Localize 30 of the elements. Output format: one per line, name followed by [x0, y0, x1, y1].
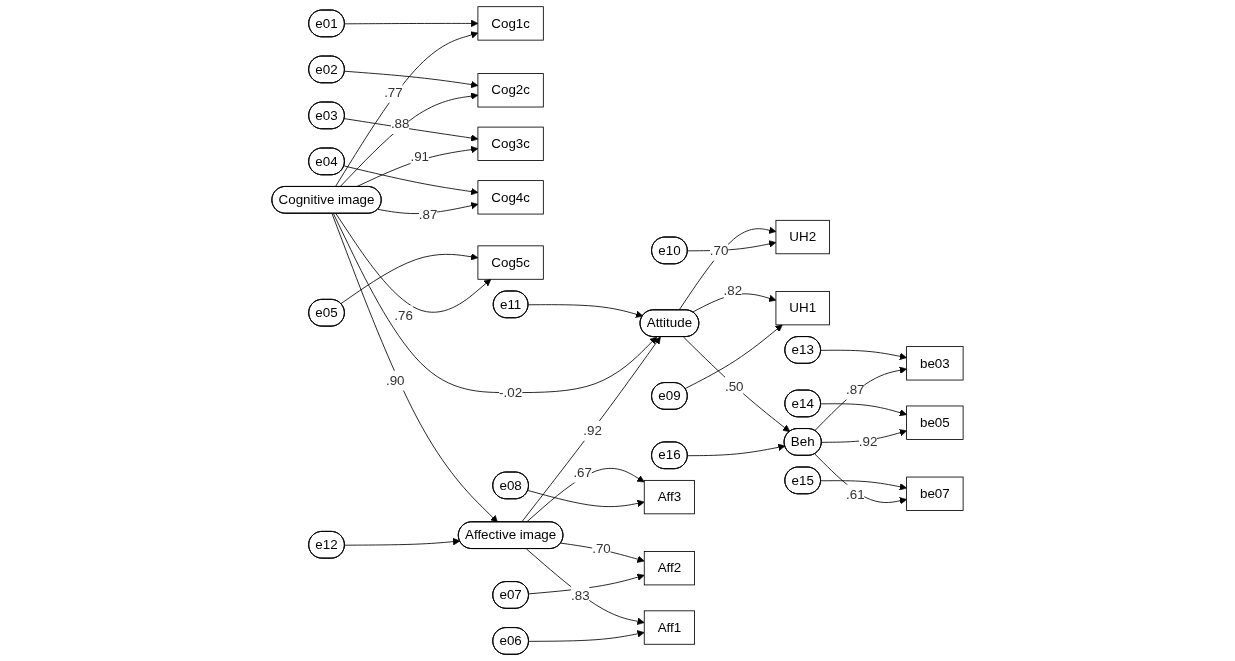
node-box: Cog3c	[477, 126, 544, 161]
node-box: Cog5c	[477, 245, 544, 280]
node-box: UH2	[775, 219, 830, 255]
node-box: UH1	[775, 291, 830, 326]
node-box: be03	[906, 346, 964, 381]
edge-label: .67	[573, 465, 593, 480]
edge-label: .87	[418, 207, 438, 222]
edge-label: .70	[709, 243, 729, 258]
node-box: Cog1c	[477, 6, 544, 41]
node-box: be05	[906, 405, 964, 440]
edge-label: -.02	[499, 385, 523, 400]
edge-label: .82	[723, 283, 743, 298]
node-box: Cog4c	[477, 180, 544, 215]
edge-label: .92	[858, 434, 878, 449]
edge-label: .70	[592, 541, 611, 556]
node-box: be07	[906, 476, 964, 511]
edge-label: .83	[571, 588, 590, 603]
edge-label: .76	[394, 307, 413, 323]
edge-label: .90	[385, 373, 405, 388]
node-box: Aff3	[643, 479, 695, 515]
node-box: Aff1	[643, 610, 695, 645]
node-box: Cog2c	[477, 73, 544, 108]
edge-label: .50	[724, 379, 744, 394]
edge-label: .92	[583, 423, 602, 438]
edge-label: .91	[410, 149, 430, 164]
edge-label: .77	[384, 85, 403, 100]
edge-label: .61	[846, 486, 865, 502]
node-box: Aff2	[643, 551, 695, 586]
edge-label: .87	[845, 382, 865, 397]
edge-label: .88	[390, 116, 410, 131]
